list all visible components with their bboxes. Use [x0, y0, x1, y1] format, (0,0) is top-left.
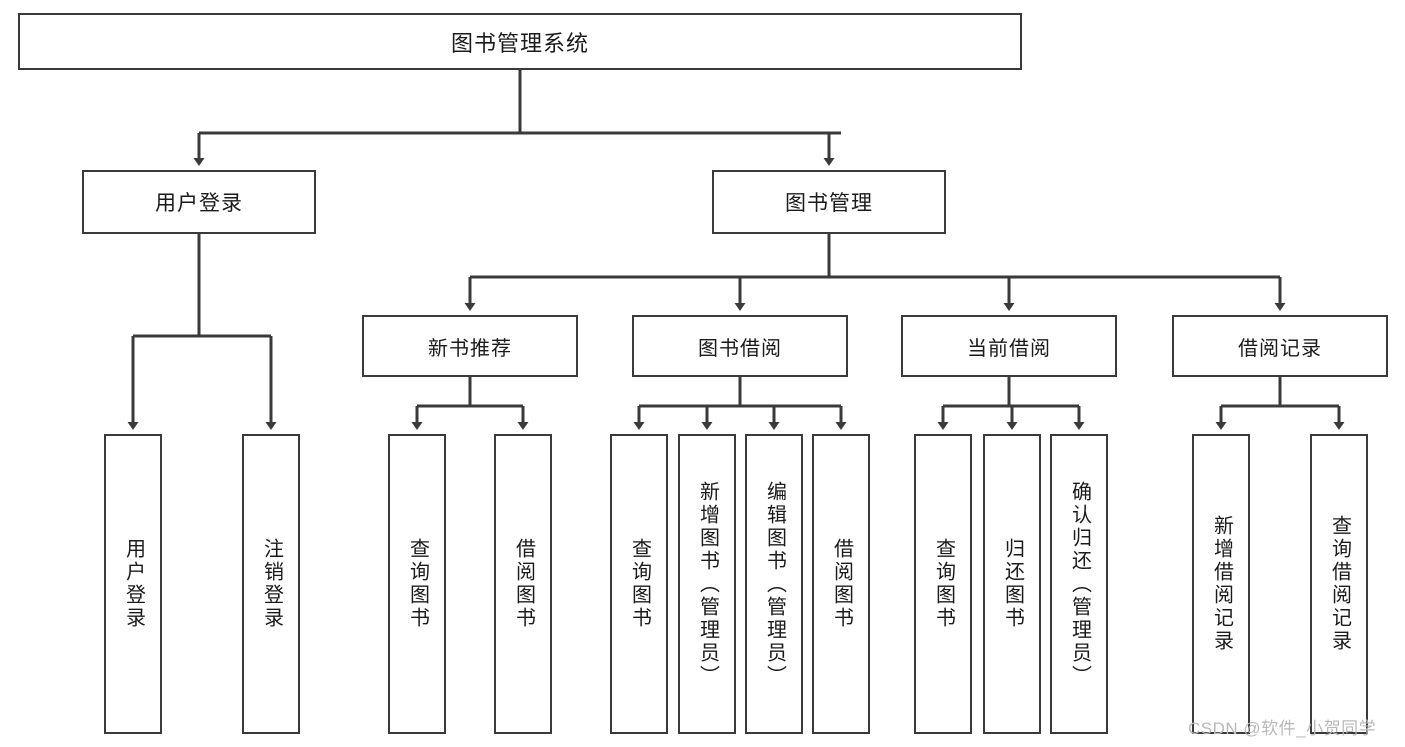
leaf-current-borrow-query-label: 查询图书 [932, 538, 955, 630]
leaf-current-borrow-confirm-return-label: 确认归还（管理员） [1068, 480, 1091, 688]
leaf-current-borrow-confirm-return[interactable]: 确认归还（管理员） [1050, 434, 1108, 734]
leaf-current-borrow-return[interactable]: 归还图书 [983, 434, 1041, 734]
leaf-book-borrow-edit-label: 编辑图书（管理员） [763, 480, 786, 688]
node-book-borrow[interactable]: 图书借阅 [632, 315, 848, 377]
leaf-book-borrow-query-label: 查询图书 [628, 538, 651, 630]
leaf-user-login-logout-label: 注销登录 [260, 538, 283, 630]
leaf-book-borrow-query[interactable]: 查询图书 [610, 434, 668, 734]
node-root-label: 图书管理系统 [450, 30, 589, 56]
leaf-borrow-record-query-label: 查询借阅记录 [1328, 515, 1351, 653]
csdn-watermark: CSDN @软件_小贺同学 [1188, 719, 1377, 738]
leaf-user-login-login[interactable]: 用户登录 [104, 434, 162, 734]
node-current-borrow-label: 当前借阅 [967, 337, 1051, 360]
leaf-new-book-query[interactable]: 查询图书 [388, 434, 446, 734]
node-new-book-recommend-label: 新书推荐 [428, 337, 512, 360]
node-root[interactable]: 图书管理系统 [18, 13, 1022, 70]
leaf-user-login-logout[interactable]: 注销登录 [242, 434, 300, 734]
node-book-management[interactable]: 图书管理 [712, 170, 946, 234]
leaf-book-borrow-edit[interactable]: 编辑图书（管理员） [745, 434, 803, 734]
node-user-login[interactable]: 用户登录 [82, 170, 316, 234]
node-new-book-recommend[interactable]: 新书推荐 [362, 315, 578, 377]
node-current-borrow[interactable]: 当前借阅 [901, 315, 1117, 377]
leaf-current-borrow-return-label: 归还图书 [1001, 538, 1024, 630]
leaf-book-borrow-borrow-label: 借阅图书 [830, 538, 853, 630]
leaf-new-book-query-label: 查询图书 [406, 538, 429, 630]
leaf-book-borrow-add-label: 新增图书（管理员） [696, 480, 719, 688]
leaf-book-borrow-add[interactable]: 新增图书（管理员） [678, 434, 736, 734]
node-book-borrow-label: 图书借阅 [698, 337, 782, 360]
leaf-new-book-borrow[interactable]: 借阅图书 [494, 434, 552, 734]
leaf-borrow-record-add-label: 新增借阅记录 [1210, 515, 1233, 653]
leaf-borrow-record-query[interactable]: 查询借阅记录 [1310, 434, 1368, 734]
leaf-user-login-login-label: 用户登录 [122, 538, 145, 630]
leaf-current-borrow-query[interactable]: 查询图书 [914, 434, 972, 734]
leaf-borrow-record-add[interactable]: 新增借阅记录 [1192, 434, 1250, 734]
node-borrow-record[interactable]: 借阅记录 [1172, 315, 1388, 377]
leaf-book-borrow-borrow[interactable]: 借阅图书 [812, 434, 870, 734]
node-book-management-label: 图书管理 [785, 192, 873, 215]
node-user-login-label: 用户登录 [155, 192, 243, 215]
leaf-new-book-borrow-label: 借阅图书 [512, 538, 535, 630]
node-borrow-record-label: 借阅记录 [1238, 337, 1322, 360]
